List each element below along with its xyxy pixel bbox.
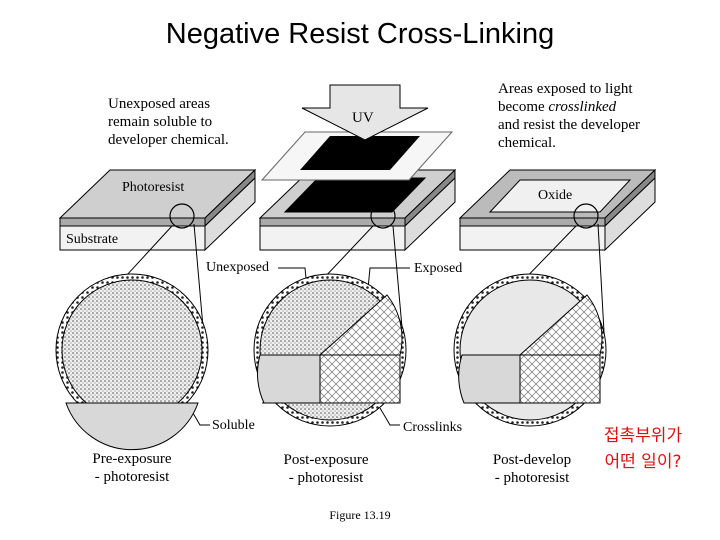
unexposed-label: Unexposed	[206, 260, 269, 275]
soluble-label: Soluble	[212, 418, 255, 433]
magnifier-exposed	[370, 203, 396, 229]
exposed-note-line: Areas exposed to light	[498, 81, 633, 97]
magnifier-developed	[573, 203, 599, 229]
crosslinked-word: crosslinked	[548, 99, 617, 115]
mask-plate	[260, 131, 454, 181]
exposed-note-line: become crosslinked	[498, 98, 640, 116]
caption-line: - photoresist	[94, 469, 170, 485]
unexposed-note-line: remain soluble to	[108, 114, 213, 130]
wafer-block-developed	[458, 168, 657, 252]
photoresist-label: Photoresist	[122, 180, 185, 195]
exposed-note-line: chemical.	[498, 135, 556, 151]
caption-line: - photoresist	[494, 470, 570, 486]
substrate-label: Substrate	[66, 232, 119, 247]
caption-line: Pre-exposure	[92, 451, 172, 467]
circle-pre-exposure	[55, 273, 209, 451]
exposed-note-prefix: become	[498, 99, 549, 115]
uv-label: UV	[352, 110, 374, 126]
oxide-label: Oxide	[538, 188, 573, 203]
korean-note-line: 접촉부위가	[603, 426, 683, 446]
wafer-block-exposed	[258, 168, 457, 252]
korean-note: 접촉부위가 어떤 일이?	[588, 423, 698, 475]
crosslinks-label: Crosslinks	[403, 420, 463, 435]
circle-post-develop	[453, 273, 607, 427]
exposed-note: Areas exposed to light become crosslinke…	[498, 80, 640, 152]
caption-post-develop: Post-develop - photoresist	[462, 451, 602, 487]
magnifier-pre	[169, 203, 195, 229]
unexposed-note-line: Unexposed areas	[108, 96, 211, 112]
caption-pre-exposure: Pre-exposure - photoresist	[62, 450, 202, 486]
caption-post-exposure: Post-exposure - photoresist	[256, 451, 396, 487]
unexposed-note: Unexposed areas remain soluble to develo…	[108, 95, 229, 149]
caption-line: Post-exposure	[283, 452, 369, 468]
korean-note-line: 어떤 일이?	[604, 452, 682, 472]
figure-number: Figure 13.19	[329, 508, 391, 522]
caption-line: - photoresist	[288, 470, 364, 486]
page-title: Negative Resist Cross-Linking	[165, 18, 555, 50]
caption-line: Post-develop	[492, 452, 572, 468]
exposed-label: Exposed	[414, 261, 463, 276]
wafer-block-pre	[58, 168, 257, 252]
circle-post-exposure	[253, 273, 407, 427]
exposed-note-line: and resist the developer	[498, 117, 641, 133]
unexposed-note-line: developer chemical.	[108, 132, 229, 148]
uv-arrow	[301, 84, 429, 141]
